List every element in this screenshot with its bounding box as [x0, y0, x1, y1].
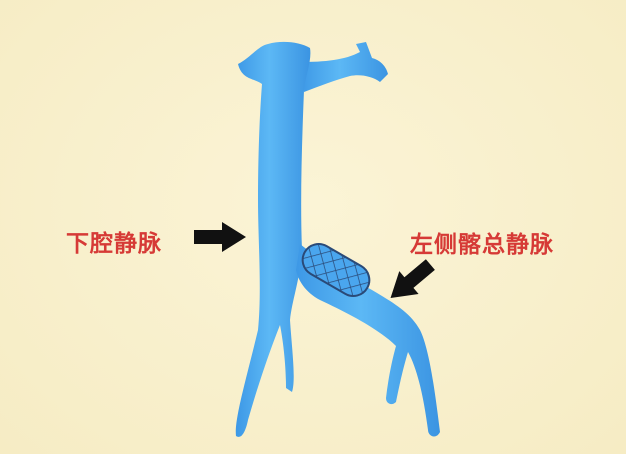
label-inferior-vena-cava: 下腔静脉	[66, 231, 162, 257]
inferior-vena-cava	[235, 41, 440, 437]
stent	[301, 243, 371, 297]
arrow-to-iliac-vein	[390, 259, 435, 298]
label-left-common-iliac-vein: 左侧髂总静脉	[410, 232, 554, 258]
arrow-to-ivc	[194, 222, 246, 252]
